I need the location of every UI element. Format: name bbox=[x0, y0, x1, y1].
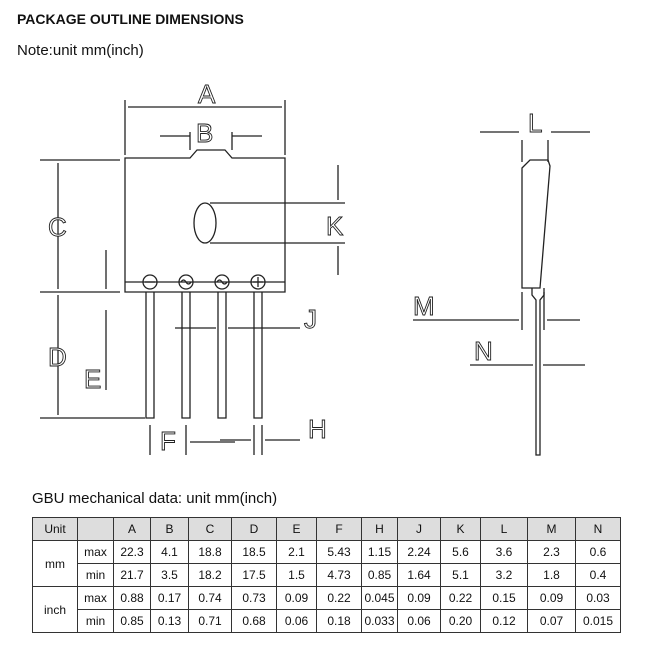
value-cell: 3.5 bbox=[150, 563, 189, 587]
dim-label-a: A bbox=[198, 79, 216, 109]
value-cell: 0.09 bbox=[397, 586, 441, 610]
dim-label-m: M bbox=[413, 291, 435, 321]
value-cell: 1.5 bbox=[276, 563, 317, 587]
value-cell: 2.3 bbox=[527, 540, 576, 564]
value-cell: 0.07 bbox=[527, 609, 576, 633]
value-cell: 0.06 bbox=[276, 609, 317, 633]
dim-label-n: N bbox=[474, 336, 493, 366]
dim-label-b: B bbox=[196, 118, 213, 148]
pin-symbols bbox=[142, 274, 266, 290]
value-cell: 0.033 bbox=[361, 609, 398, 633]
value-cell: 1.8 bbox=[527, 563, 576, 587]
value-cell: 0.20 bbox=[440, 609, 481, 633]
dim-label-f: F bbox=[160, 426, 176, 456]
value-cell: 0.6 bbox=[575, 540, 621, 564]
value-cell: 3.6 bbox=[480, 540, 528, 564]
value-cell: 0.15 bbox=[480, 586, 528, 610]
unit-note: Note:unit mm(inch) bbox=[17, 42, 144, 59]
header-blank bbox=[77, 517, 114, 541]
header-cell: D bbox=[231, 517, 277, 541]
value-cell: 0.74 bbox=[188, 586, 232, 610]
mounting-hole bbox=[193, 202, 217, 244]
value-cell: 0.85 bbox=[361, 563, 398, 587]
header-cell: B bbox=[150, 517, 189, 541]
dim-label-h: H bbox=[308, 414, 327, 444]
dim-label-e: E bbox=[84, 364, 101, 394]
value-cell: 0.73 bbox=[231, 586, 277, 610]
header-cell: M bbox=[527, 517, 576, 541]
value-cell: 0.17 bbox=[150, 586, 189, 610]
section-title: PACKAGE OUTLINE DIMENSIONS bbox=[17, 11, 244, 27]
package-body-side bbox=[521, 159, 551, 289]
header-cell: J bbox=[397, 517, 441, 541]
value-cell: 0.09 bbox=[527, 586, 576, 610]
dim-label-c: C bbox=[48, 212, 67, 242]
value-cell: 0.85 bbox=[113, 609, 151, 633]
value-cell: 2.1 bbox=[276, 540, 317, 564]
header-cell: A bbox=[113, 517, 151, 541]
value-cell: 0.015 bbox=[575, 609, 621, 633]
value-cell: 0.22 bbox=[316, 586, 362, 610]
value-cell: 0.22 bbox=[440, 586, 481, 610]
value-cell: 0.4 bbox=[575, 563, 621, 587]
value-cell: 4.1 bbox=[150, 540, 189, 564]
header-cell: K bbox=[440, 517, 481, 541]
dim-label-d: D bbox=[48, 342, 67, 372]
value-cell: 17.5 bbox=[231, 563, 277, 587]
value-cell: 4.73 bbox=[316, 563, 362, 587]
value-cell: 0.06 bbox=[397, 609, 441, 633]
value-cell: 0.88 bbox=[113, 586, 151, 610]
value-cell: 1.15 bbox=[361, 540, 398, 564]
header-cell: N bbox=[575, 517, 621, 541]
header-unit: Unit bbox=[32, 517, 78, 541]
limit-cell: min bbox=[77, 609, 114, 633]
value-cell: 1.64 bbox=[397, 563, 441, 587]
value-cell: 5.43 bbox=[316, 540, 362, 564]
limit-cell: max bbox=[77, 586, 114, 610]
value-cell: 18.5 bbox=[231, 540, 277, 564]
value-cell: 0.12 bbox=[480, 609, 528, 633]
value-cell: 0.13 bbox=[150, 609, 189, 633]
value-cell: 5.1 bbox=[440, 563, 481, 587]
limit-cell: min bbox=[77, 563, 114, 587]
unit-cell: inch bbox=[32, 586, 78, 633]
value-cell: 21.7 bbox=[113, 563, 151, 587]
dim-label-l: L bbox=[528, 108, 542, 138]
value-cell: 5.6 bbox=[440, 540, 481, 564]
limit-cell: max bbox=[77, 540, 114, 564]
header-cell: L bbox=[480, 517, 528, 541]
header-cell: C bbox=[188, 517, 232, 541]
value-cell: 0.71 bbox=[188, 609, 232, 633]
header-cell: F bbox=[316, 517, 362, 541]
side-lead bbox=[531, 288, 545, 456]
value-cell: 2.24 bbox=[397, 540, 441, 564]
leads bbox=[145, 292, 263, 419]
header-cell: E bbox=[276, 517, 317, 541]
value-cell: 0.045 bbox=[361, 586, 398, 610]
value-cell: 0.03 bbox=[575, 586, 621, 610]
value-cell: 18.2 bbox=[188, 563, 232, 587]
header-cell: H bbox=[361, 517, 398, 541]
package-body-front bbox=[124, 149, 286, 293]
value-cell: 0.18 bbox=[316, 609, 362, 633]
value-cell: 0.68 bbox=[231, 609, 277, 633]
dim-label-k: K bbox=[326, 211, 344, 241]
value-cell: 3.2 bbox=[480, 563, 528, 587]
table-caption: GBU mechanical data: unit mm(inch) bbox=[32, 490, 278, 507]
package-outline-drawing: A B C K J D E F H L M N bbox=[40, 79, 590, 456]
dim-label-j: J bbox=[304, 304, 317, 334]
value-cell: 22.3 bbox=[113, 540, 151, 564]
value-cell: 0.09 bbox=[276, 586, 317, 610]
unit-cell: mm bbox=[32, 540, 78, 587]
value-cell: 18.8 bbox=[188, 540, 232, 564]
